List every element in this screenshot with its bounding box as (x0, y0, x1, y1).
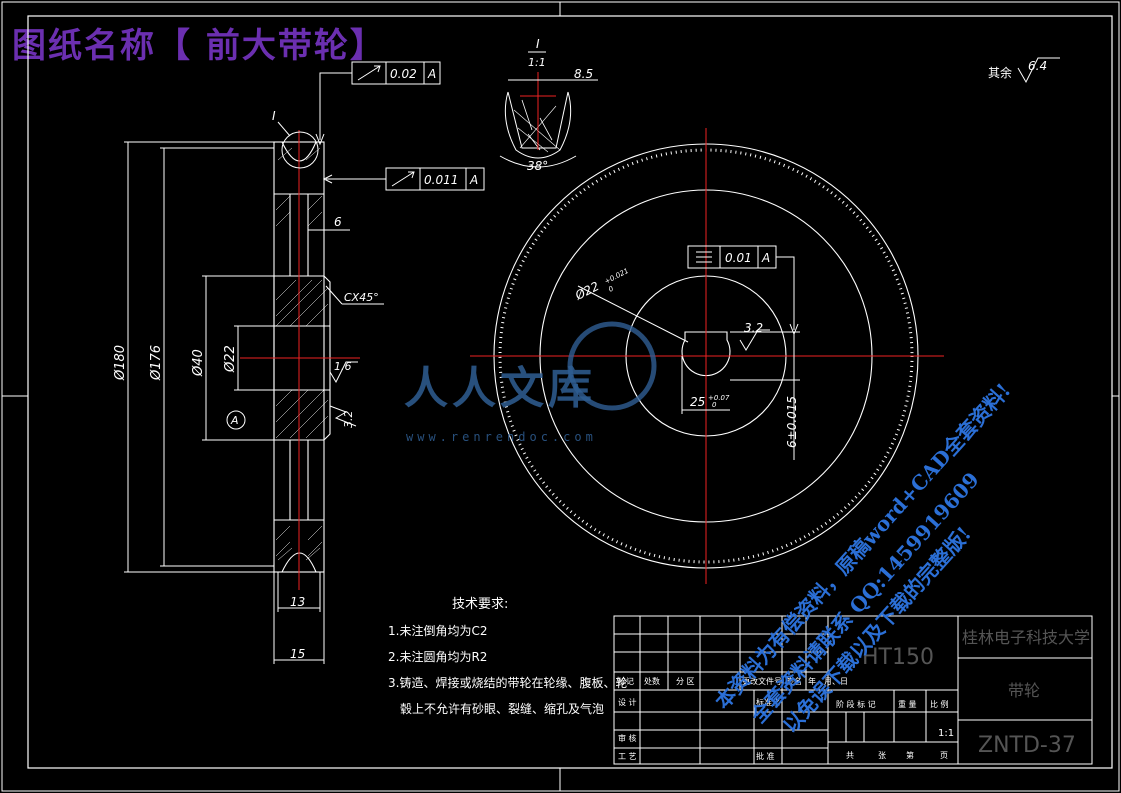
tech-req-item-3: 3.铸造、焊接或烧结的带轮在轮缘、腹板、轮 (388, 676, 628, 690)
title-block (613, 615, 1093, 765)
tb-design: 设 计 (618, 697, 637, 707)
groove-angle-dim: 38° (527, 159, 548, 173)
tech-req-item-1: 1.未注倒角均为C2 (388, 624, 488, 638)
tb-stage: 阶 段 标 记 (836, 699, 876, 709)
tolerance-frame-3 (687, 245, 799, 336)
tol-1-datum: A (427, 67, 436, 81)
section-roughness-1: 1.6 (334, 360, 352, 373)
front-roughness-symbol (739, 329, 770, 351)
section-detail-label: I (272, 109, 276, 123)
tb-ratio: 比 例 (930, 699, 949, 709)
tol-1-value: 0.02 (390, 67, 417, 81)
roughness-other-symbol (1017, 57, 1060, 84)
drawing-title-overlay: 图纸名称【 前大带轮】 (12, 26, 386, 66)
tb-part-name: 带轮 (1008, 681, 1040, 700)
dia-22: Ø22 (223, 345, 238, 373)
datum-label: A (230, 414, 239, 427)
groove-detail-label: I (536, 37, 540, 51)
tb-total: 共 (846, 751, 854, 760)
tech-req-item-2: 2.未注圆角均为R2 (388, 650, 488, 664)
tb-sign: 签名 (786, 676, 802, 686)
section-roughness-2: 3.2 (342, 411, 355, 429)
tb-mark: 标记 (618, 676, 634, 686)
tb-date: 年、月、日 (808, 676, 848, 686)
tol-3-datum: A (761, 251, 770, 265)
front-key-tol-lower: 0 (712, 401, 717, 409)
tech-req-heading: 技术要求: (452, 597, 509, 612)
tb-zone: 分 区 (676, 677, 695, 686)
tb-school: 桂林电子科技大学 (962, 628, 1090, 647)
tb-doc-no: 更改文件号 (742, 676, 782, 686)
groove-detail-scale: 1:1 (528, 56, 546, 69)
tb-sheets: 张 (878, 751, 886, 760)
section-dim-6: 6 (334, 215, 342, 229)
tol-3-value: 0.01 (725, 251, 752, 265)
groove-width-dim: 8.5 (574, 67, 593, 81)
tb-approve: 批 准 (756, 751, 775, 761)
roughness-symbol-2 (329, 405, 357, 427)
watermark-circle (567, 321, 657, 411)
section-dim-13: 13 (290, 595, 305, 609)
dia-180: Ø180 (113, 345, 128, 381)
datum-circle (226, 410, 246, 430)
front-dia-label: Ø22 (572, 279, 601, 303)
front-key-depth: 6±0.015 (785, 396, 799, 448)
front-dia-tol-lower: 0 (607, 284, 615, 293)
front-key-width: 25 (690, 395, 705, 409)
tb-review: 审 核 (618, 733, 637, 743)
tb-weight: 重 量 (898, 699, 917, 709)
tb-page: 页 (940, 751, 948, 760)
section-dim-15: 15 (290, 647, 305, 661)
dia-40: Ø40 (191, 349, 206, 377)
tolerance-frame-1 (315, 61, 441, 146)
diameter-dims (124, 141, 274, 573)
front-roughness: 3.2 (744, 321, 763, 335)
roughness-other-value: 6.4 (1028, 59, 1047, 73)
watermark-logo: 人人文库 (404, 363, 596, 414)
dia-176: Ø176 (149, 345, 164, 381)
tb-material: HT150 (862, 645, 934, 670)
tolerance-frame-2 (322, 167, 485, 191)
front-key-tol-upper: +0.07 (708, 394, 730, 402)
tb-count: 处数 (644, 676, 660, 686)
tb-process: 工 艺 (618, 752, 637, 761)
tb-standardize: 标准化 (756, 697, 780, 707)
tb-drawing-no: ZNTD-37 (978, 733, 1076, 758)
section-hatching (275, 147, 329, 561)
roughness-other-label: 其余 (988, 65, 1012, 80)
tol-2-value: 0.011 (424, 173, 458, 187)
front-dia-tol-upper: +0.021 (603, 267, 630, 286)
tb-scale: 1:1 (938, 728, 954, 739)
section-chamfer: CX45° (344, 291, 379, 304)
technical-requirements: 技术要求: 1.未注倒角均为C2 2.未注圆角均为R2 3.铸造、焊接或烧结的带… (388, 592, 627, 722)
inner-border (27, 15, 1113, 769)
detail-circle-I (281, 131, 319, 169)
tech-req-item-4: 毂上不允许有砂眼、裂缝、缩孔及气泡 (400, 702, 605, 716)
tol-2-datum: A (469, 173, 478, 187)
roughness-symbol-1 (329, 361, 358, 384)
watermark-url: www.renrendoc.com (406, 430, 597, 444)
tb-sheet-no: 第 (906, 750, 914, 760)
